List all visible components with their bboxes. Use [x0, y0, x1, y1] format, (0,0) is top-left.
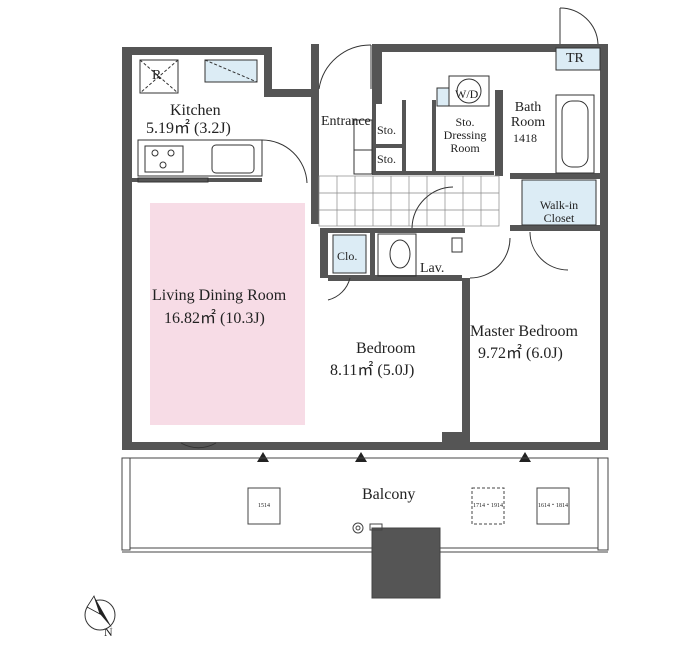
bath-room-label: Bath Room [510, 100, 546, 131]
north-compass [84, 595, 116, 631]
entrance-tiles [318, 175, 500, 227]
bath-size-label: 1418 [513, 131, 537, 145]
dressing-room-label: Sto. Dressing Room [443, 115, 487, 156]
storage-label-1: Sto. [377, 123, 397, 137]
master-bedroom-name: Master Bedroom [470, 323, 578, 340]
storage-shelves [332, 47, 601, 277]
balcony-unit-1: 1514 [258, 503, 270, 509]
kitchen-area: 5.19㎡ (3.2J) [146, 120, 231, 137]
balcony-unit-3: 1614・1814 [537, 503, 568, 509]
living-name: Living Dining Room [152, 287, 287, 304]
north-label: N [104, 625, 113, 639]
bedroom-name: Bedroom [356, 340, 416, 357]
balcony-structure [121, 457, 609, 599]
living-area: 16.82㎡ (10.3J) [164, 310, 265, 327]
entrance-name: Entrance [321, 114, 371, 129]
kitchen-name: Kitchen [170, 102, 221, 119]
master-bedroom-area: 9.72㎡ (6.0J) [478, 345, 563, 362]
balcony-name: Balcony [362, 486, 416, 503]
door-swings [180, 7, 599, 449]
balcony-unit-2: 1714・1914 [472, 503, 503, 509]
trunk-room-label: TR [566, 51, 584, 66]
closet-label: Clo. [337, 249, 358, 263]
living-floor [150, 203, 305, 425]
fridge-label: R [152, 68, 162, 83]
lavatory-label: Lav. [420, 261, 445, 276]
window-markers [257, 452, 531, 462]
washer-dryer-label: W/D [455, 87, 479, 101]
storage-label-2: Sto. [377, 152, 397, 166]
kitchen-fixtures [137, 59, 263, 183]
walls [122, 44, 608, 450]
bedroom-area: 8.11㎡ (5.0J) [330, 362, 415, 379]
walk-in-closet-label: Walk-in Closet [539, 198, 579, 226]
